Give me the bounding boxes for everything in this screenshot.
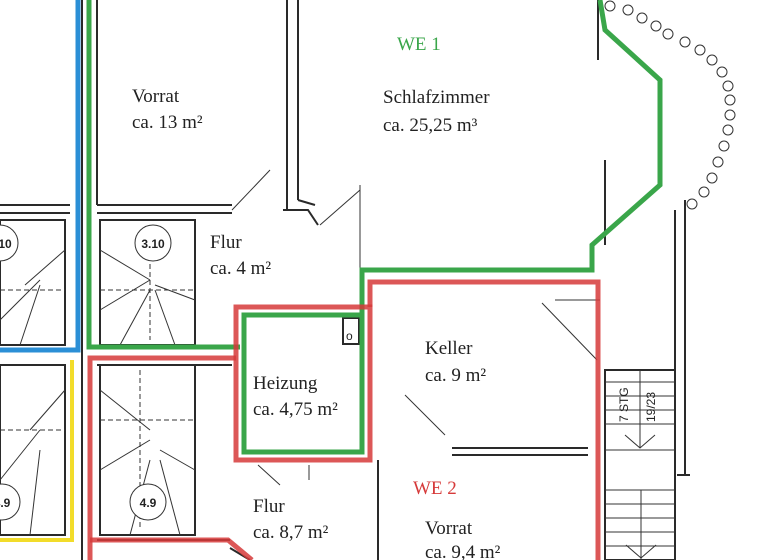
stair-number: 4.9 <box>0 496 11 510</box>
room-vorrat-top: Vorrat ca. 13 m² <box>132 86 203 133</box>
room-area: ca. 9 m² <box>425 365 486 386</box>
room-area: ca. 25,25 m³ <box>383 115 478 136</box>
bay-window <box>604 0 736 210</box>
stair-step-ratio: 19/23 <box>644 392 658 422</box>
room-name: Vorrat <box>132 86 180 107</box>
room-heizung: Heizung ca. 4,75 m² <box>253 373 338 420</box>
room-keller: Keller ca. 9 m² <box>425 338 486 386</box>
room-name: Heizung <box>253 373 318 394</box>
boundary-yellow <box>0 360 74 542</box>
boundary-red-we2 <box>87 279 601 560</box>
room-area: ca. 4 m² <box>210 258 271 279</box>
stair-label-lower-left: 4.9 <box>0 483 21 521</box>
chimney-box: o <box>342 317 360 345</box>
room-vorrat-bottom: Vorrat ca. 9,4 m² <box>425 518 501 560</box>
room-area: ca. 9,4 m² <box>425 542 501 560</box>
room-area: ca. 13 m² <box>132 112 203 133</box>
stair-label-upper: 3.10 <box>134 224 172 262</box>
room-area: ca. 8,7 m² <box>253 522 329 543</box>
stair-straight-right <box>604 369 676 560</box>
stair-lower <box>99 364 196 536</box>
room-flur-lower: Flur ca. 8,7 m² <box>253 496 329 543</box>
room-name: Vorrat <box>425 518 473 539</box>
stair-label-lower: 4.9 <box>129 483 167 521</box>
stair-label-upper-left: 3.10 <box>0 224 19 262</box>
boundary-blue <box>0 0 81 353</box>
boundary-green-we1 <box>86 0 663 455</box>
stair-number: 4.9 <box>140 496 157 510</box>
room-schlafzimmer: Schlafzimmer ca. 25,25 m³ <box>383 87 490 136</box>
room-name: Schlafzimmer <box>383 87 490 108</box>
stair-step-count: 7 STG <box>617 387 631 422</box>
stair-number: 3.10 <box>0 237 12 251</box>
stair-lower-left <box>0 364 66 536</box>
room-area: ca. 4,75 m² <box>253 399 338 420</box>
room-name: Keller <box>425 338 473 359</box>
room-flur-upper: Flur ca. 4 m² <box>210 232 271 279</box>
unit-label-we2: WE 2 <box>413 478 457 499</box>
unit-label-we1: WE 1 <box>397 34 441 55</box>
room-name: Flur <box>210 232 242 253</box>
stair-upper-left <box>0 219 66 346</box>
room-name: Flur <box>253 496 285 517</box>
stair-number: 3.10 <box>141 237 165 251</box>
svg-text:o: o <box>346 329 353 343</box>
